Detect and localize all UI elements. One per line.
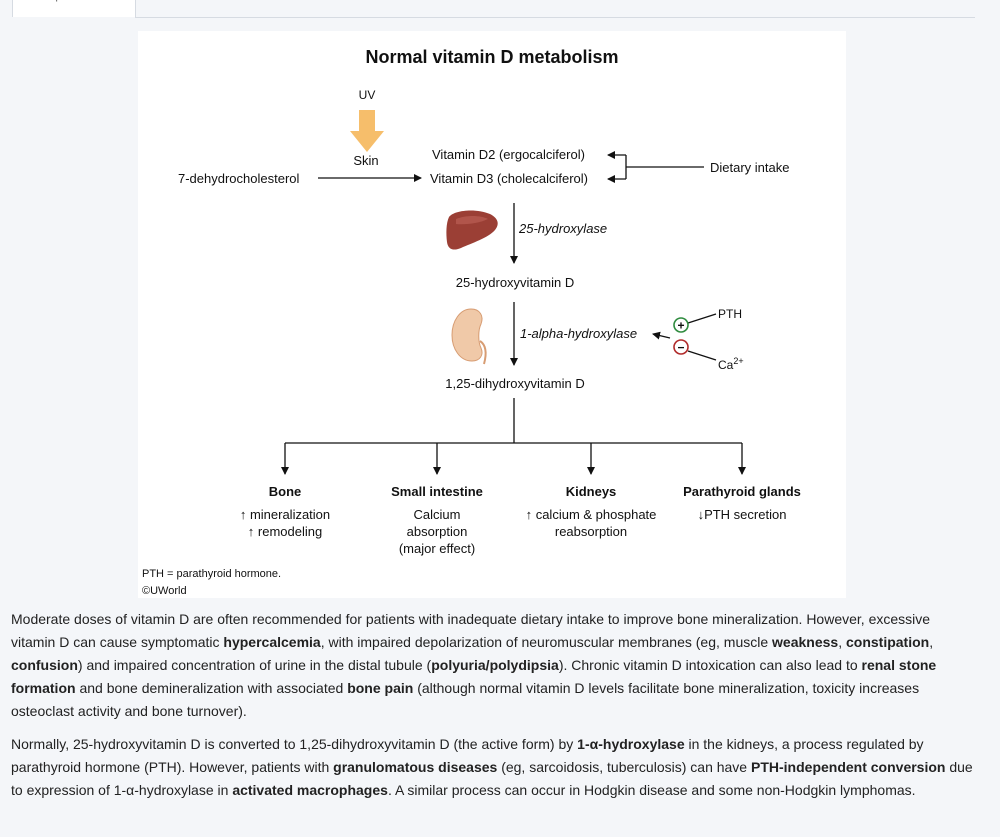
target-kidneys-title: Kidneys [566, 484, 617, 499]
dietary-intake-label: Dietary intake [710, 160, 789, 175]
bold-term: bone pain [347, 680, 414, 696]
bold-term: activated macrophages [232, 782, 388, 798]
target-bone-title: Bone [269, 484, 302, 499]
enzyme-25-hydroxylase: 25-hydroxylase [518, 221, 607, 236]
target-intestine-title: Small intestine [391, 484, 483, 499]
target-bone-line: ↑ mineralization [240, 507, 330, 522]
bold-term: renal stone formation [11, 657, 937, 696]
bold-term: weakness [772, 634, 839, 650]
text-run: ) and impaired concentration of urine in… [77, 657, 432, 673]
target-tree [281, 398, 746, 475]
uv-arrow-icon [350, 110, 384, 152]
metabolism-diagram: Normal vitamin D metabolism UV Skin 7-de… [142, 47, 801, 597]
figure-title: Normal vitamin D metabolism [365, 47, 618, 67]
bold-term: hypercalcemia [223, 634, 321, 650]
text-run: , with impaired depolarization of neurom… [320, 634, 773, 650]
bold-term: granulomatous diseases [333, 759, 498, 775]
kidney-icon [451, 308, 483, 362]
regulation-arrow [652, 331, 671, 340]
plus-icon-circle [673, 317, 689, 333]
explanation-text: Moderate doses of vitamin D are often re… [11, 608, 976, 812]
target-kidneys-line: ↑ calcium & phosphate [526, 507, 657, 522]
bold-term: confusion [11, 657, 78, 673]
target-bone-line: ↑ remodeling [248, 524, 322, 539]
ca-label: Ca2+ [718, 356, 744, 372]
ca-label-base: Ca [718, 358, 734, 372]
minus-icon: − [677, 341, 684, 355]
text-run: Normally, 25-hydroxyvitamin D is convert… [11, 736, 578, 752]
text-run: (eg, sarcoidosis, tuberculosis) can have [497, 759, 751, 775]
bold-term: 1-α-hydroxylase [577, 736, 685, 752]
explanation-paragraph-2: Normally, 25-hydroxyvitamin D is convert… [11, 733, 976, 802]
text-run: , [838, 634, 846, 650]
text-run: . A similar process can occur in Hodgkin… [387, 782, 916, 798]
plus-icon: + [677, 319, 684, 333]
text-run: in the kidneys, a process regulated by p… [11, 736, 924, 775]
uv-label: UV [359, 88, 376, 102]
text-run: and bone demineralization with associate… [75, 680, 348, 696]
text-run: (although normal vitamin D levels facili… [11, 680, 920, 719]
liver-highlight [456, 216, 488, 225]
product-125-dihydroxyvitamin-d: 1,25-dihydroxyvitamin D [445, 376, 584, 391]
tab-divider [135, 17, 975, 18]
bold-term: constipation [845, 634, 930, 650]
target-intestine-line: Calcium [414, 507, 461, 522]
text-run: , [929, 634, 934, 650]
text-run: ). Chronic vitamin D intoxication can al… [558, 657, 862, 673]
ca-label-charge: 2+ [733, 356, 743, 366]
target-parathyroid-line: ↓PTH secretion [698, 507, 787, 522]
product-25-hydroxyvitamin-d: 25-hydroxyvitamin D [456, 275, 575, 290]
vitamin-d-figure: Normal vitamin D metabolism UV Skin 7-de… [138, 31, 846, 598]
vitamin-d3-label: Vitamin D3 (cholecalciferol) [430, 171, 588, 186]
text-run: due to expression of 1-α-hydroxylase in [11, 759, 973, 798]
pth-line [687, 313, 717, 324]
target-intestine-line: absorption [407, 524, 468, 539]
minus-icon-circle [673, 339, 689, 355]
target-kidneys-line: reabsorption [555, 524, 627, 539]
bold-term: PTH-independent conversion [751, 759, 946, 775]
enzyme-1-alpha-hydroxylase: 1-alpha-hydroxylase [520, 326, 637, 341]
kidney-ureter [479, 340, 487, 365]
figure-copyright: ©UWorld [142, 585, 187, 597]
tab-explanation[interactable]: Explanation [12, 0, 136, 17]
target-intestine-line: (major effect) [399, 541, 475, 556]
pth-label: PTH [718, 307, 742, 321]
text-run: Moderate doses of vitamin D are often re… [11, 611, 931, 650]
target-parathyroid-title: Parathyroid glands [683, 484, 801, 499]
precursor-label: 7-dehydrocholesterol [178, 171, 300, 186]
ca-line [687, 350, 717, 361]
skin-label: Skin [353, 153, 378, 168]
vitamin-d2-label: Vitamin D2 (ergocalciferol) [432, 147, 585, 162]
explanation-paragraph-1: Moderate doses of vitamin D are often re… [11, 608, 976, 723]
figure-footnote: PTH = parathyroid hormone. [142, 568, 281, 580]
dietary-bracket [607, 151, 704, 183]
bold-term: polyuria/polydipsia [431, 657, 559, 673]
tab-bar: Explanation [0, 0, 975, 18]
